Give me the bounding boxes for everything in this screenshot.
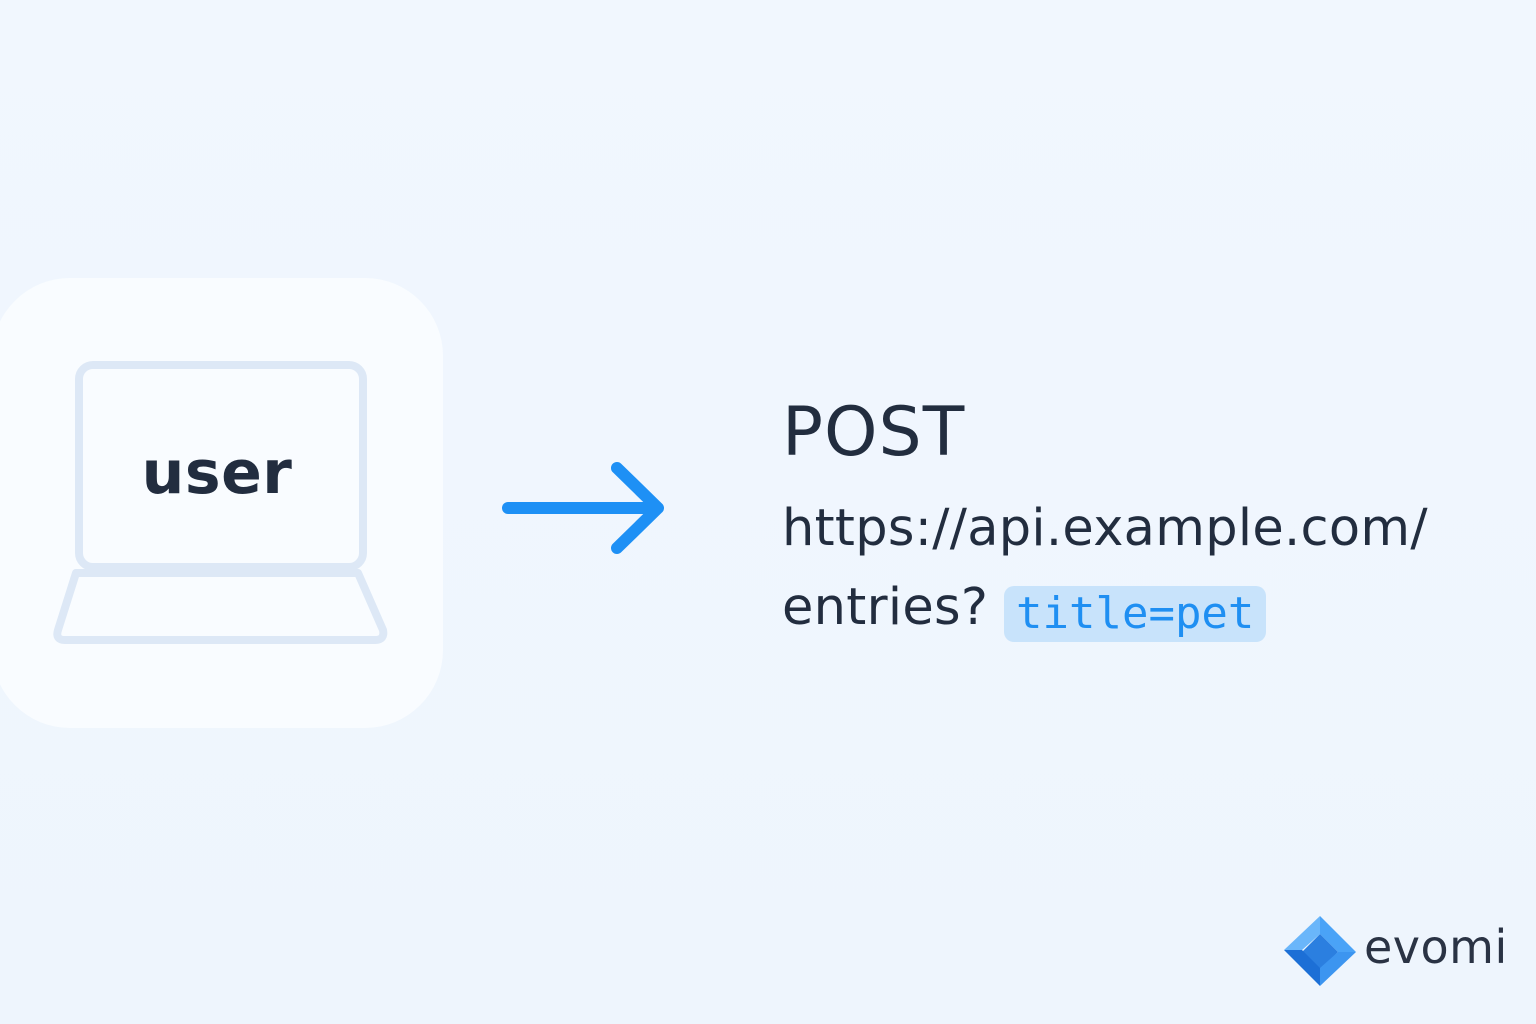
evomi-logo-mark [1284,916,1356,986]
http-method: POST [782,393,966,472]
brand-name: evomi [1364,920,1508,974]
laptop-icon [53,361,388,644]
url-base: https://api.example.com/ [782,499,1428,558]
url-path: entries? [782,578,989,637]
brand-logo: evomi [1280,912,1510,992]
user-label: user [141,438,293,508]
arrow-right-icon [502,462,664,554]
user-card: user [0,278,443,728]
query-param-highlight: title=pet [1004,586,1267,642]
